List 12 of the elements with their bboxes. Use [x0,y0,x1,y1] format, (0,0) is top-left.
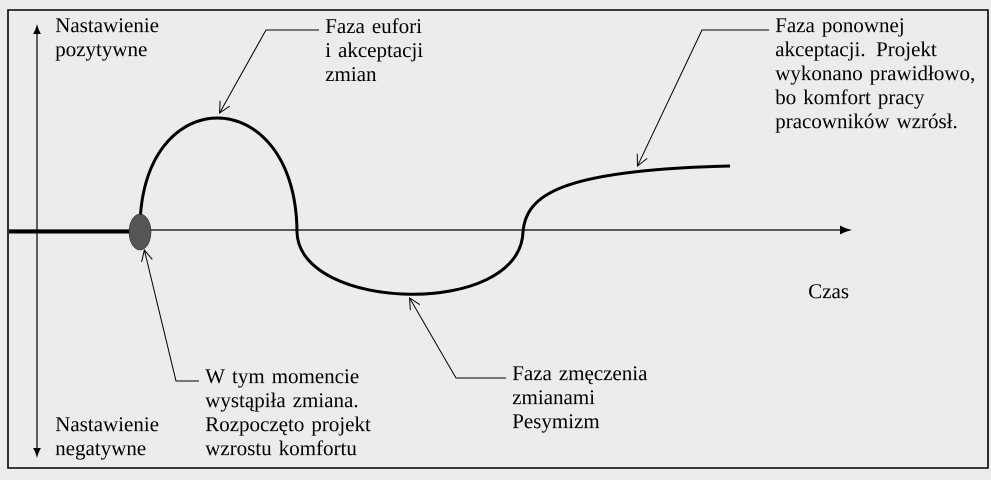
leader-line [141,248,200,382]
leader-line [409,297,506,378]
callout-text: W tym momencie wystąpiła zmiana. Rozpoczęto projekt wzrostu komfortu [205,369,371,456]
leader-line [636,30,770,167]
axis-label: Nastawienie negatywne [56,417,158,460]
leader-line [219,30,320,114]
callout-text: Faza ponownej akceptacji. Projekt wykonano prawidłowo, bo komfort pracy pracowników wzrósł. [775,18,974,133]
callout-text: Faza eufori i akceptacji zmian [326,18,423,82]
change-point-dot [128,214,152,250]
axis-label: Czas [809,284,848,298]
callout-text: Faza zmęczenia zmianami Pesymizm [512,366,648,433]
axis-label: Nastawienie pozytywne [56,18,158,61]
